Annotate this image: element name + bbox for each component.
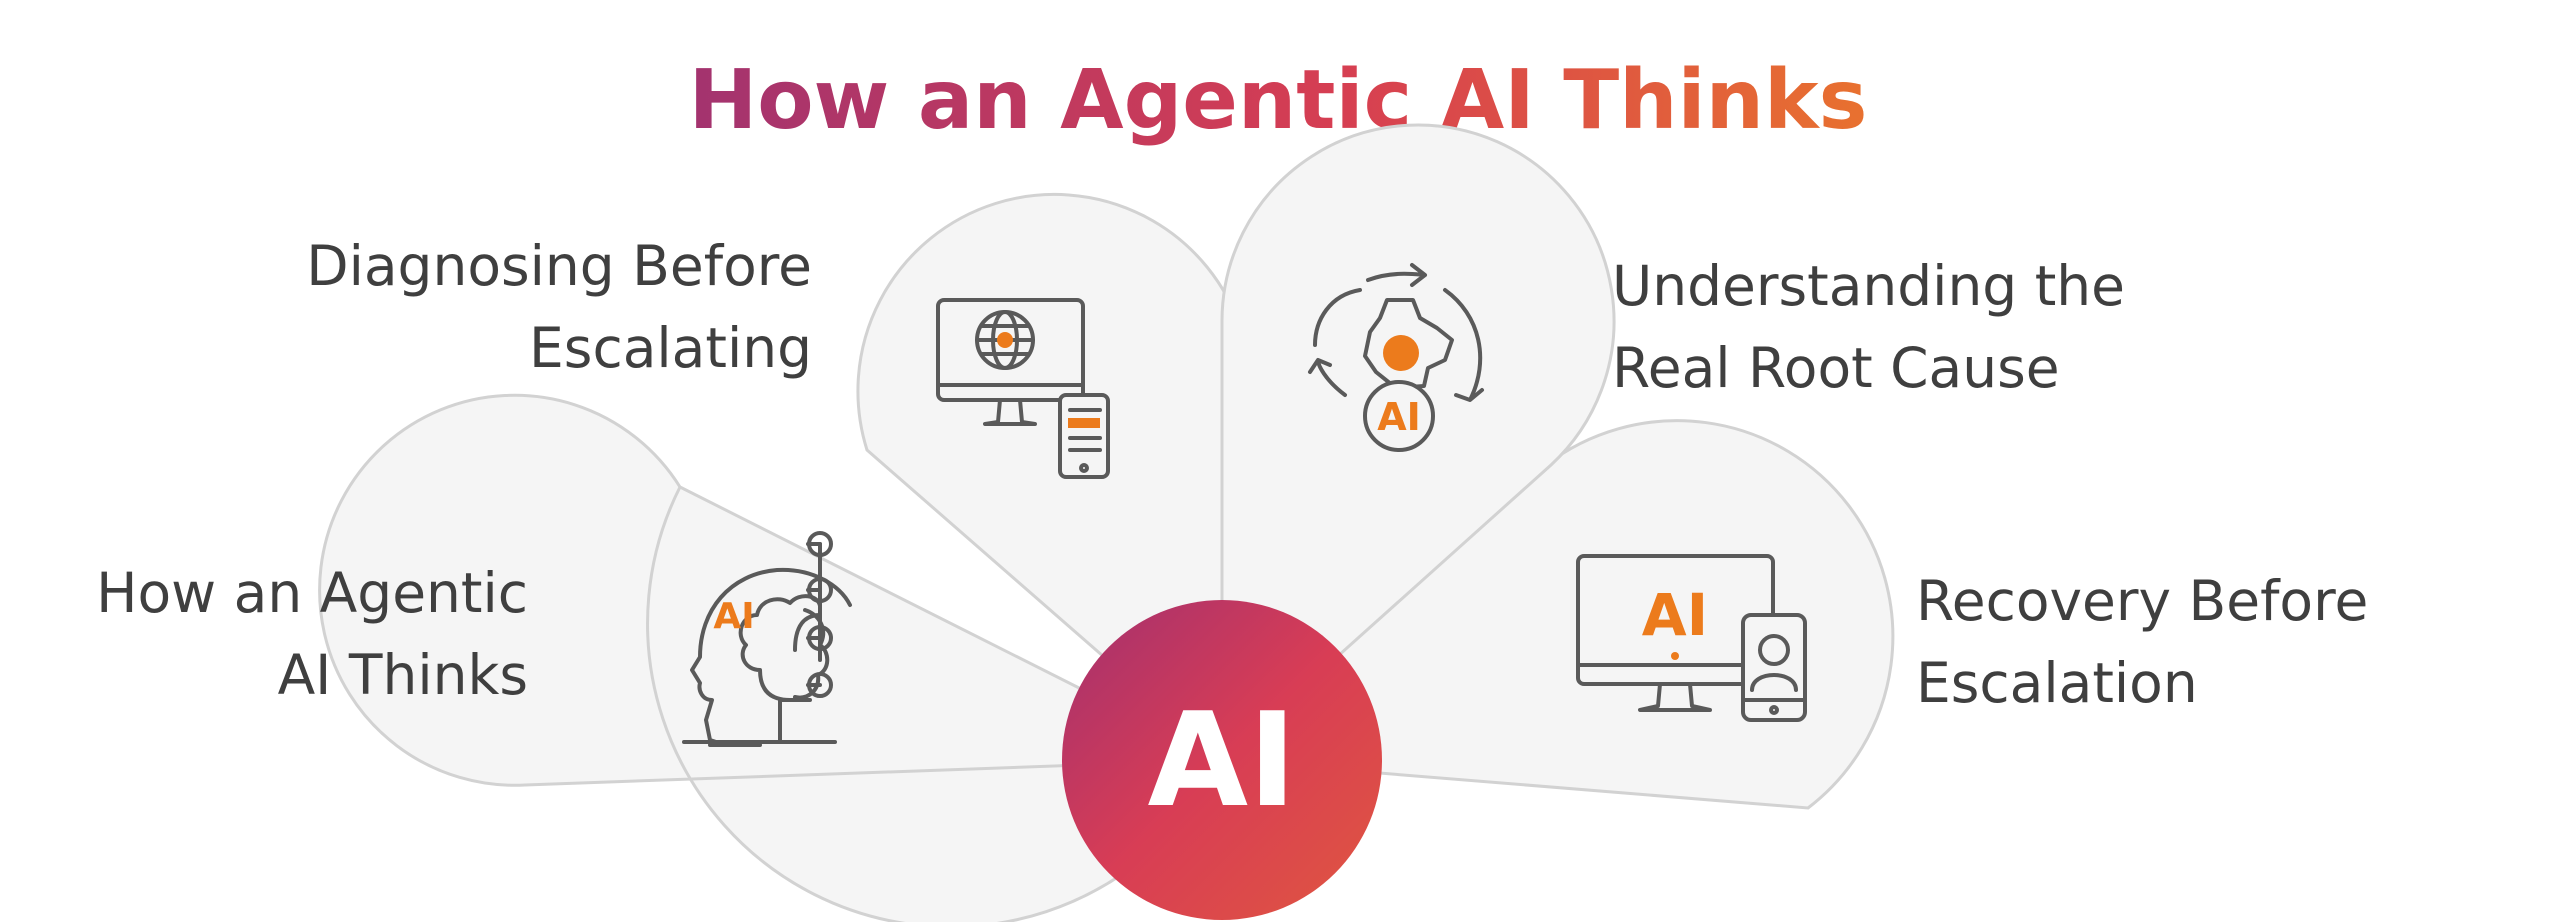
petals: [318, 123, 1895, 922]
monitor-globe-phone-icon: [936, 298, 1110, 479]
label-left-line-1: How an Agentic: [96, 561, 528, 625]
label-right-line-1: Recovery Before: [1916, 569, 2368, 633]
label-right: Recovery Before Escalation: [1916, 569, 2368, 715]
gear-ai-text: AI: [1377, 395, 1421, 439]
center-ai-label: AI: [1148, 684, 1297, 836]
label-upper-right: Understanding the Real Root Cause: [1612, 254, 2125, 400]
label-right-line-2: Escalation: [1916, 651, 2198, 715]
label-left-line-2: AI Thinks: [278, 643, 528, 707]
label-upper-left-line-1: Diagnosing Before: [306, 234, 812, 298]
petal-right: [1216, 419, 1895, 810]
monitor-ai-text: AI: [1642, 581, 1708, 649]
center-ai-circle: AI: [1062, 600, 1382, 920]
label-upper-left-line-2: Escalating: [529, 316, 812, 380]
label-upper-right-line-1: Understanding the: [1612, 254, 2125, 318]
label-upper-right-line-2: Real Root Cause: [1612, 336, 2060, 400]
petal-upper-left: [856, 192, 1244, 764]
label-upper-left: Diagnosing Before Escalating: [306, 234, 812, 380]
monitor-phone-user-icon: AI: [1576, 554, 1807, 722]
page-title: How an Agentic AI Thinks: [689, 53, 1868, 148]
label-left: How an Agentic AI Thinks: [96, 561, 528, 707]
brain-circuit-icon: AI: [682, 531, 852, 747]
brain-ai-text: AI: [713, 596, 754, 637]
gear-cycle-icon: AI: [1308, 263, 1484, 452]
